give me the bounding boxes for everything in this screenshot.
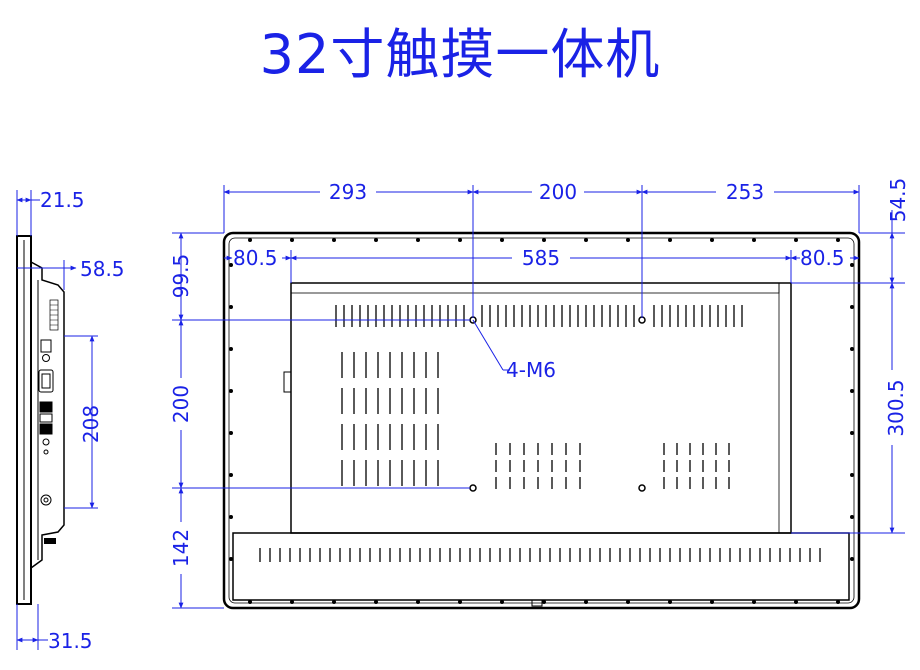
screw-dot: [668, 600, 672, 604]
screw-dot: [290, 600, 294, 604]
dim-port-span: 208: [64, 335, 103, 509]
screw-dot: [458, 600, 462, 604]
screw-dot: [850, 515, 854, 519]
screw-dot: [229, 557, 233, 561]
bezel-screws: [229, 238, 854, 604]
screw-dot: [850, 305, 854, 309]
screw-dot: [332, 238, 336, 242]
label-31-5: 31.5: [48, 629, 93, 653]
screw-dot: [374, 600, 378, 604]
label-58-5: 58.5: [80, 257, 125, 281]
screw-dot: [229, 473, 233, 477]
screw-dot: [850, 557, 854, 561]
label-208: 208: [79, 405, 103, 443]
side-foot: [44, 538, 56, 544]
screw-dot: [584, 238, 588, 242]
diagram-title: 32寸触摸一体机: [259, 23, 661, 86]
screw-dot: [794, 238, 798, 242]
screw-dot: [229, 389, 233, 393]
dim-inner-row: 80.5 585 80.5: [224, 246, 860, 283]
screw-dot: [542, 600, 546, 604]
screw-dot: [290, 238, 294, 242]
screw-dot: [229, 305, 233, 309]
label-200-top: 200: [539, 180, 577, 204]
dim-top-row: 293 200 253: [223, 180, 860, 318]
label-80-5-right: 80.5: [800, 246, 845, 270]
label-200-left: 200: [169, 385, 193, 423]
screw-dot: [850, 263, 854, 267]
screw-dot: [710, 600, 714, 604]
screw-dot: [229, 263, 233, 267]
screw-dot: [584, 600, 588, 604]
side-bezel: [16, 235, 32, 605]
screw-dot: [850, 347, 854, 351]
screw-dot: [229, 515, 233, 519]
screw-dot: [229, 347, 233, 351]
label-54-5: 54.5: [886, 178, 910, 223]
screw-dot: [542, 238, 546, 242]
screw-dot: [248, 238, 252, 242]
bottom-compartment: [232, 532, 850, 601]
label-4-m6: 4-M6: [506, 358, 556, 382]
outer-frame: [222, 231, 861, 610]
screw-dot: [229, 431, 233, 435]
side-view: 21.5 58.5 208 31.5: [16, 188, 125, 653]
screw-dot: [248, 600, 252, 604]
screw-dot: [794, 600, 798, 604]
dim-top-margin: 54.5: [791, 178, 910, 284]
screw-dot: [458, 238, 462, 242]
screw-dot: [850, 431, 854, 435]
label-99-5: 99.5: [169, 254, 193, 299]
screw-dot: [626, 238, 630, 242]
screw-dot: [500, 238, 504, 242]
label-21-5: 21.5: [40, 188, 85, 212]
screw-dot: [850, 473, 854, 477]
screw-dot: [836, 238, 840, 242]
side-vent: [49, 299, 59, 331]
screw-dot: [850, 389, 854, 393]
dim-bottom-thickness: 31.5: [16, 604, 93, 653]
label-253: 253: [726, 180, 764, 204]
screw-dot: [500, 600, 504, 604]
dim-right-height: 300.5: [791, 282, 908, 534]
front-view: 293 200 253 80.5 585 80.5: [169, 178, 910, 610]
screw-dot: [752, 600, 756, 604]
dim-left-column: 99.5 200 142: [169, 232, 470, 609]
screw-dot: [836, 600, 840, 604]
screw-dot: [626, 600, 630, 604]
dim-top-thickness: 21.5: [16, 188, 85, 236]
label-293: 293: [329, 180, 367, 204]
screw-dot: [752, 238, 756, 242]
screw-dot: [416, 238, 420, 242]
label-142: 142: [169, 529, 193, 567]
screw-dot: [374, 238, 378, 242]
label-585: 585: [522, 246, 560, 270]
screw-dot: [668, 238, 672, 242]
screw-dot: [332, 600, 336, 604]
screw-dot: [416, 600, 420, 604]
label-300-5: 300.5: [884, 379, 908, 436]
side-ports: [38, 339, 54, 506]
vent-slots: [259, 305, 821, 562]
dim-panel-depth: 58.5: [17, 257, 125, 290]
hole-callout: 4-M6: [472, 319, 556, 382]
label-80-5-left: 80.5: [233, 246, 278, 270]
side-housing: [30, 261, 65, 569]
screw-dot: [710, 238, 714, 242]
